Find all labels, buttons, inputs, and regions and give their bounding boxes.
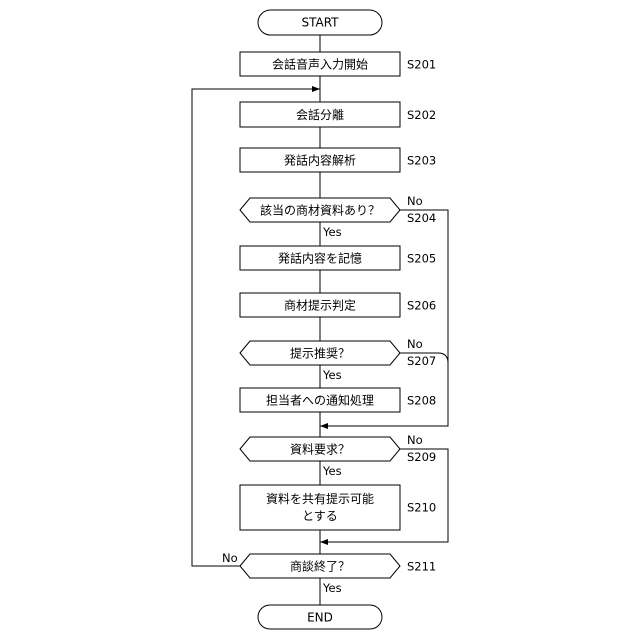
process-s202-label: 会話分離 <box>296 107 344 122</box>
process-s206-label: 商材提示判定 <box>284 298 356 313</box>
process-s205-label: 発話内容を記憶 <box>278 251 362 266</box>
decision-s211-label: 商談終了？ <box>290 559 350 574</box>
step-s211-label: S211 <box>407 560 436 574</box>
process-s210-label-line1: 資料を共有提示可能 <box>266 491 374 506</box>
arrowhead-loop-merge <box>312 86 320 92</box>
process-s210: 資料を共有提示可能 とする S210 <box>240 485 436 530</box>
arrowhead-s209-merge <box>320 539 328 545</box>
branch-s207-no-label: No <box>407 337 423 351</box>
start-label: START <box>301 16 339 30</box>
process-s202: 会話分離 S202 <box>240 102 436 127</box>
arrowhead-s204-merge <box>320 423 328 429</box>
process-s203: 発話内容解析 S203 <box>240 148 436 172</box>
decision-s209: 資料要求？ S209 No Yes <box>240 433 436 478</box>
decision-s204-label: 該当の商材資料あり？ <box>260 203 380 218</box>
end-terminal: END <box>258 605 382 629</box>
process-s210-label-line2: とする <box>302 509 338 523</box>
process-s208: 担当者への通知処理 S208 <box>240 388 436 412</box>
step-s202-label: S202 <box>407 108 436 122</box>
branch-s207-yes-label: Yes <box>322 368 342 382</box>
process-s201-label: 会話音声入力開始 <box>272 57 368 72</box>
process-s205: 発話内容を記憶 S205 <box>240 246 436 270</box>
branch-s211-yes-label: Yes <box>322 581 342 595</box>
decision-s204: 該当の商材資料あり？ S204 No Yes <box>240 194 436 239</box>
end-label: END <box>307 611 333 625</box>
decision-s209-label: 資料要求？ <box>290 443 350 457</box>
step-s207-label: S207 <box>407 354 436 368</box>
branch-s211-no-label: No <box>222 551 238 565</box>
step-s210-label: S210 <box>407 501 436 515</box>
step-s205-label: S205 <box>407 252 436 266</box>
step-s201-label: S201 <box>407 58 436 72</box>
process-s206: 商材提示判定 S206 <box>240 293 436 317</box>
decision-s207: 提示推奨？ S207 No Yes <box>240 337 436 382</box>
step-s208-label: S208 <box>407 394 436 408</box>
step-s209-label: S209 <box>407 450 436 464</box>
step-s203-label: S203 <box>407 154 436 168</box>
branch-s209-no-label: No <box>407 433 423 447</box>
process-s201: 会話音声入力開始 S201 <box>240 52 436 76</box>
branch-s204-yes-label: Yes <box>322 225 342 239</box>
decision-s211: 商談終了？ S211 No Yes <box>222 551 436 595</box>
process-s208-label: 担当者への通知処理 <box>266 394 374 408</box>
branch-s209-yes-label: Yes <box>322 464 342 478</box>
decision-s207-label: 提示推奨？ <box>290 346 350 361</box>
step-s204-label: S204 <box>407 211 436 225</box>
start-terminal: START <box>258 10 382 35</box>
step-s206-label: S206 <box>407 299 436 313</box>
process-s203-label: 発話内容解析 <box>284 153 356 168</box>
branch-s204-no-label: No <box>407 194 423 208</box>
